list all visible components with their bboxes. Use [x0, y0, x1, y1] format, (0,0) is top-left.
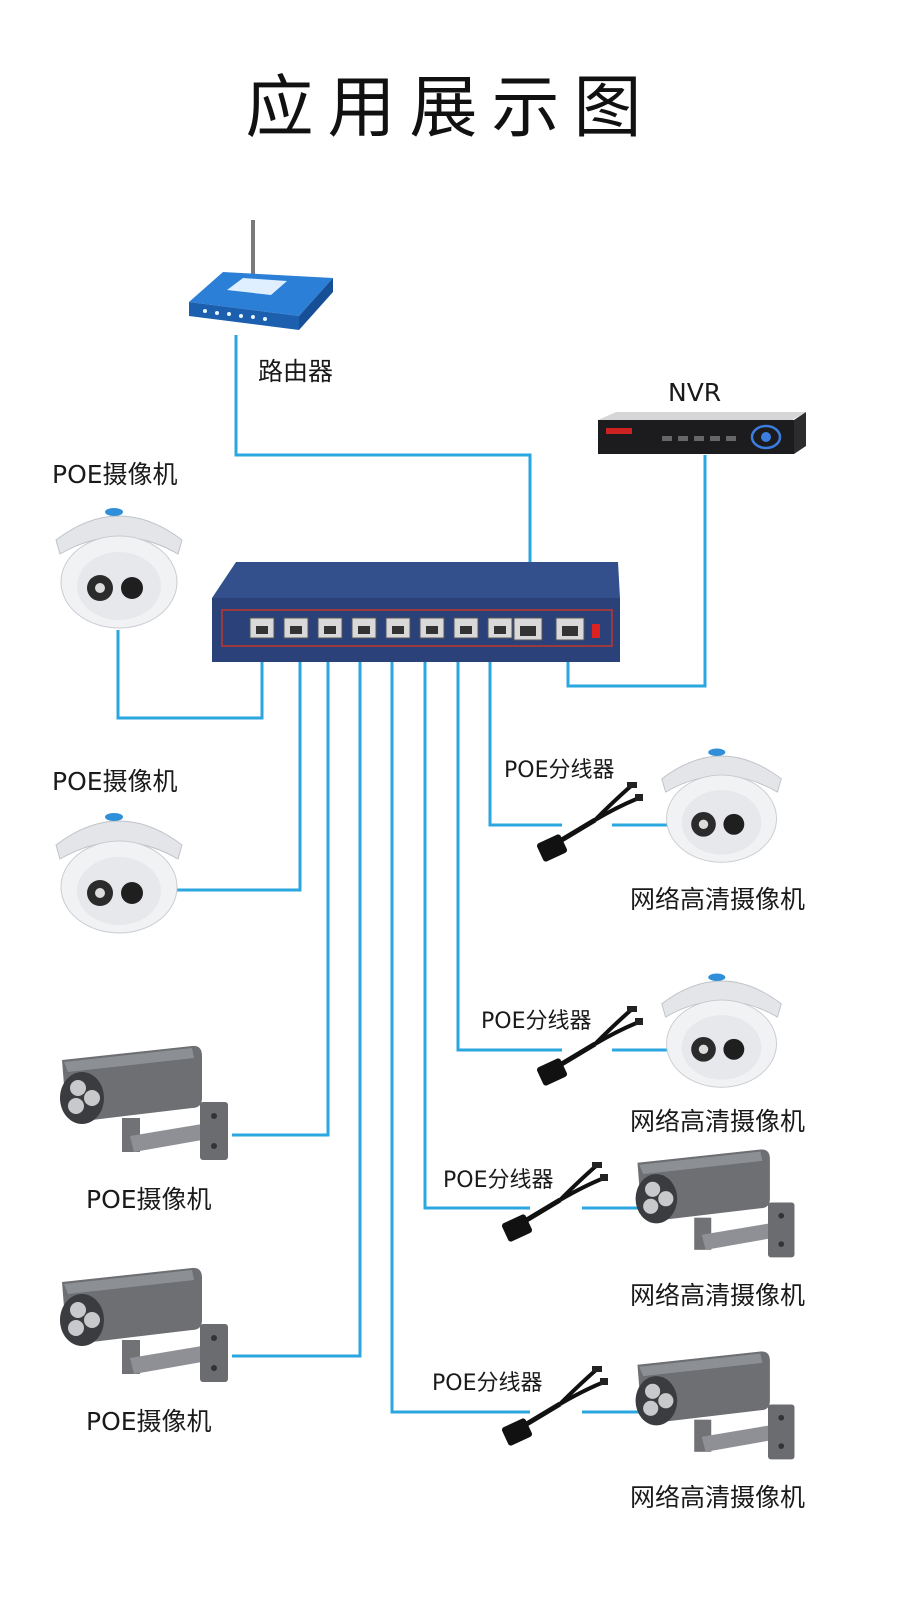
poe-splitter-icon [501, 1366, 608, 1446]
bullet-camera-icon [635, 1351, 795, 1460]
splitter-2-label: POE分线器 [481, 1009, 592, 1034]
left-camera-2-link [176, 640, 302, 892]
dome-camera-icon [55, 813, 183, 934]
poe-splitter-icon [536, 1006, 643, 1086]
router-icon [189, 220, 333, 330]
page-title: 应用展示图 [245, 69, 656, 148]
right-camera-1-link [488, 640, 562, 827]
dome-camera-icon [661, 748, 782, 863]
right-camera-3-link [423, 640, 530, 1210]
right-camera-1-label: 网络高清摄像机 [630, 885, 806, 914]
router-label: 路由器 [258, 357, 334, 386]
poe-splitter-icon [536, 782, 643, 862]
nvr-link [566, 455, 707, 688]
router-link [234, 335, 532, 630]
right-camera-4-label: 网络高清摄像机 [630, 1483, 806, 1512]
poe-switch-icon [212, 562, 620, 662]
right-camera-2-link [456, 640, 562, 1052]
dome-camera-icon [55, 508, 183, 629]
nvr-label: NVR [668, 378, 722, 407]
left-camera-1-label: POE摄像机 [52, 460, 178, 489]
splitter-3-label: POE分线器 [443, 1168, 554, 1193]
dome-camera-icon [661, 973, 782, 1088]
left-camera-2-label: POE摄像机 [52, 767, 178, 796]
right-camera-3-label: 网络高清摄像机 [630, 1281, 806, 1310]
right-camera-2-label: 网络高清摄像机 [630, 1107, 806, 1136]
splitter-4-label: POE分线器 [432, 1371, 543, 1396]
left-camera-3-link [232, 640, 330, 1137]
nvr-icon [598, 412, 806, 454]
left-camera-3-label: POE摄像机 [86, 1185, 212, 1214]
left-camera-4-link [232, 640, 362, 1358]
bullet-camera-icon [60, 1267, 228, 1382]
splitter-1-label: POE分线器 [504, 758, 615, 783]
bullet-camera-icon [60, 1045, 228, 1160]
left-camera-1-link [116, 630, 264, 720]
right-camera-4-link [390, 640, 530, 1414]
poe-splitter-icon [501, 1162, 608, 1242]
bullet-camera-icon [635, 1149, 795, 1258]
left-camera-4-label: POE摄像机 [86, 1407, 212, 1436]
